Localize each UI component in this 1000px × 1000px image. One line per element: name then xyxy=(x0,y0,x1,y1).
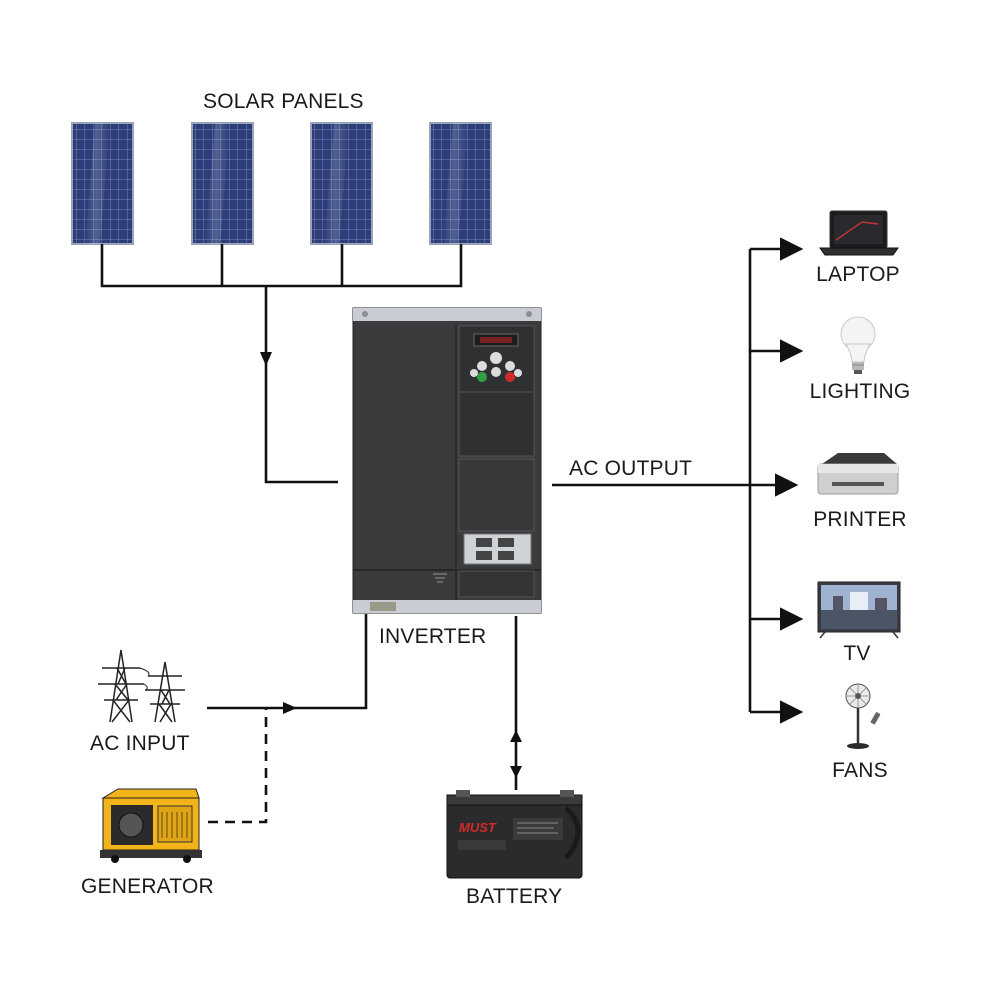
printer-icon xyxy=(817,453,899,495)
solar-panel-2 xyxy=(191,122,254,245)
inverter-unit xyxy=(352,307,542,614)
printer-label: PRINTER xyxy=(813,508,907,531)
solar-wiring xyxy=(100,244,463,484)
solar-panel-4 xyxy=(429,122,492,245)
tv-icon xyxy=(817,581,901,639)
battery-brand-label: MUST xyxy=(459,820,497,835)
solar-panels-label: SOLAR PANELS xyxy=(203,90,364,113)
ac-input-wiring xyxy=(207,614,368,710)
generator-icon xyxy=(100,788,202,863)
fan-icon xyxy=(845,683,881,749)
laptop-label: LAPTOP xyxy=(816,263,900,286)
solar-panel-3 xyxy=(310,122,373,245)
lighting-label: LIGHTING xyxy=(809,380,911,403)
ac-input-arrow xyxy=(283,702,297,714)
fans-label: FANS xyxy=(832,759,888,782)
battery-icon xyxy=(446,790,583,879)
light-bulb-icon xyxy=(840,316,876,374)
battery-arrow-up xyxy=(510,730,522,742)
laptop-icon xyxy=(819,210,899,256)
generator-dashed-line xyxy=(208,708,268,824)
ac-output-wiring xyxy=(552,237,804,724)
solar-panel-1 xyxy=(71,122,134,245)
transmission-tower-icon xyxy=(98,649,185,723)
tv-label: TV xyxy=(843,642,871,665)
battery-label: BATTERY xyxy=(466,885,563,908)
inverter-label: INVERTER xyxy=(379,625,487,648)
battery-arrow-down xyxy=(510,766,522,778)
ac-input-label: AC INPUT xyxy=(90,732,190,755)
generator-label: GENERATOR xyxy=(81,875,214,898)
solar-arrow xyxy=(260,352,272,366)
ac-output-label: AC OUTPUT xyxy=(569,457,693,480)
